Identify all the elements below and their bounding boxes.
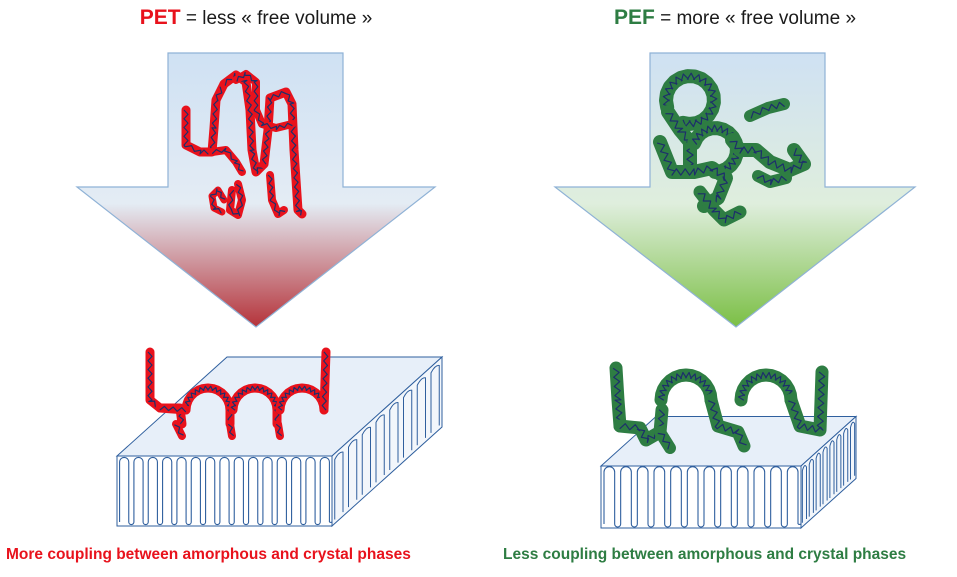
polymer-chain-body [659, 69, 721, 131]
crystal-chain-folds [119, 456, 333, 526]
polymer-chain-body [181, 383, 235, 429]
polymer-chain-body [228, 383, 282, 429]
crystal-side-face [800, 415, 857, 530]
left-polymer-label: PET [139, 6, 181, 29]
polymer-chain-backbone [228, 183, 244, 217]
polymer-chain-backbone [209, 188, 226, 214]
polymer-chain-backbone [321, 351, 329, 411]
polymer-chain-backbone [665, 113, 694, 169]
right-coiled-chain [653, 69, 811, 227]
polymer-chain-backbone [750, 101, 785, 119]
polymer-chain-backbone [619, 409, 665, 444]
right-tie-chains [609, 361, 829, 454]
polymer-chain-backbone [267, 174, 286, 217]
polymer-chain-backbone [174, 424, 184, 436]
crystal-side-folds [801, 421, 856, 523]
polymer-chain-body [654, 368, 718, 407]
left-title-text: = less « free volume » [185, 8, 373, 29]
polymer-chain-body [219, 70, 269, 177]
crystal-side-folds [334, 364, 440, 520]
polymer-chain-backbone [707, 400, 747, 446]
polymer-chain-backbone [657, 371, 715, 401]
left-title: PET = less « free volume » [118, 6, 394, 30]
polymer-chain-backbone [656, 142, 728, 208]
left-down-arrow [75, 52, 437, 328]
polymer-chain-body [784, 365, 829, 437]
polymer-chain-backbone [147, 351, 162, 408]
crystal-side-face [331, 355, 443, 528]
right-title: PEF = more « free volume » [595, 6, 875, 30]
polymer-chain-backbone [756, 175, 787, 186]
polymer-chain-backbone [227, 423, 235, 437]
left-tie-chains [145, 347, 331, 440]
polymer-chain-body [653, 135, 733, 213]
polymer-chain-backbone [657, 432, 671, 450]
right-title-text: = more « free volume » [660, 8, 857, 29]
left-crystal-lamella [115, 355, 444, 528]
left-coiled-chain [181, 70, 307, 219]
polymer-chain-body [734, 368, 798, 407]
polymer-chain-backbone [737, 371, 795, 401]
polymer-chain-backbone [662, 72, 718, 128]
polymer-chain-backbone [612, 367, 624, 427]
polymer-chain-backbone [159, 405, 187, 413]
right-polymer-label: PEF [613, 6, 655, 29]
polymer-chain-body [725, 133, 811, 177]
polymer-chain-backbone [788, 371, 826, 433]
polymer-chain-backbone [183, 385, 233, 425]
polymer-chain-backbone [211, 147, 244, 172]
right-down-arrow [553, 52, 917, 328]
polymer-chain-backbone [230, 385, 280, 425]
right-caption: Less coupling between amorphous and crys… [503, 546, 907, 563]
polymer-chain-backbone [697, 193, 742, 224]
polymer-chain-backbone [236, 71, 293, 131]
left-caption: More coupling between amorphous and crys… [6, 546, 411, 563]
crystal-chain-folds [603, 466, 802, 528]
polymer-chain-backbone [275, 423, 283, 437]
crystal-front-face [116, 455, 333, 527]
polymer-chain-backbone [729, 140, 808, 174]
polymer-chain-body [155, 403, 191, 415]
